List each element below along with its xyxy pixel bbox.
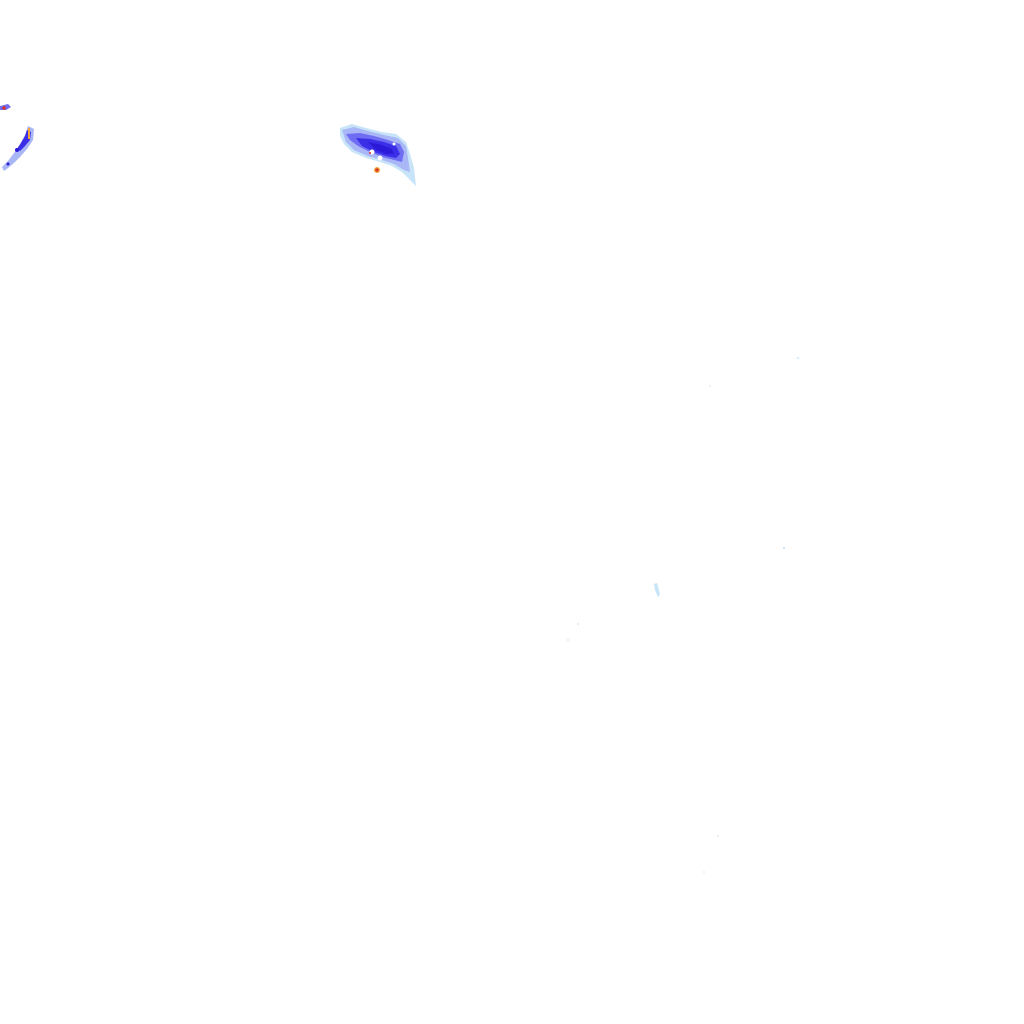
echo-north-core	[368, 142, 394, 154]
echo-north-cell-white-b	[377, 155, 383, 161]
echo-north-cell-white-c	[392, 142, 396, 146]
echo-fleck-2	[709, 385, 711, 387]
echo-west-yellow-strip	[28, 128, 30, 139]
echo-fleck-4	[577, 623, 579, 625]
echo-west-top-red	[2, 106, 6, 110]
echo-cell-north	[340, 124, 416, 186]
echo-scattered-returns	[567, 357, 799, 873]
echo-fleck-5	[567, 639, 569, 641]
echo-cell-west	[0, 104, 34, 171]
echo-west-dot-b	[6, 162, 10, 166]
echo-west-top-fleck	[0, 104, 11, 110]
echo-fleck-6	[717, 835, 719, 837]
echo-fleck-1	[797, 357, 799, 359]
echo-fleck-7	[703, 871, 705, 873]
echo-fleck-streak	[654, 583, 660, 597]
echo-fleck-3	[782, 546, 786, 550]
echo-west-core	[17, 130, 31, 151]
echo-west-dot-a	[15, 148, 19, 152]
echo-north-fleck	[369, 152, 371, 154]
echo-north-hotspot-red	[375, 168, 379, 172]
